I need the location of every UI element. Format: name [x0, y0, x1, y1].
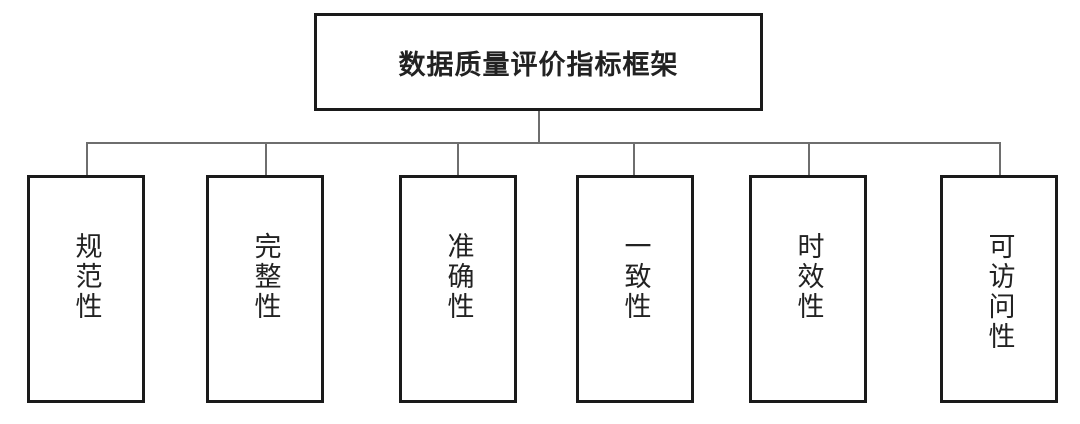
child-connector-3	[457, 142, 459, 176]
root-node: 数据质量评价指标框架	[314, 13, 763, 111]
node-accessibility: 可访问性	[940, 175, 1058, 403]
child-connector-4	[633, 142, 635, 176]
node-label: 完整性	[249, 232, 281, 322]
node-label: 规范性	[70, 232, 102, 322]
horizontal-bus-connector	[86, 142, 1001, 144]
root-connector-vertical	[538, 111, 540, 144]
node-label: 可访问性	[983, 232, 1015, 352]
node-consistency: 一致性	[576, 175, 694, 403]
node-label: 时效性	[792, 232, 824, 322]
child-connector-1	[86, 142, 88, 176]
node-completeness: 完整性	[206, 175, 324, 403]
node-timeliness: 时效性	[749, 175, 867, 403]
node-label: 准确性	[442, 232, 474, 322]
child-connector-6	[999, 142, 1001, 176]
node-standardization: 规范性	[27, 175, 145, 403]
root-node-label: 数据质量评价指标框架	[398, 49, 679, 81]
node-label: 一致性	[619, 232, 651, 322]
child-connector-2	[265, 142, 267, 176]
child-connector-5	[808, 142, 810, 176]
node-accuracy: 准确性	[399, 175, 517, 403]
